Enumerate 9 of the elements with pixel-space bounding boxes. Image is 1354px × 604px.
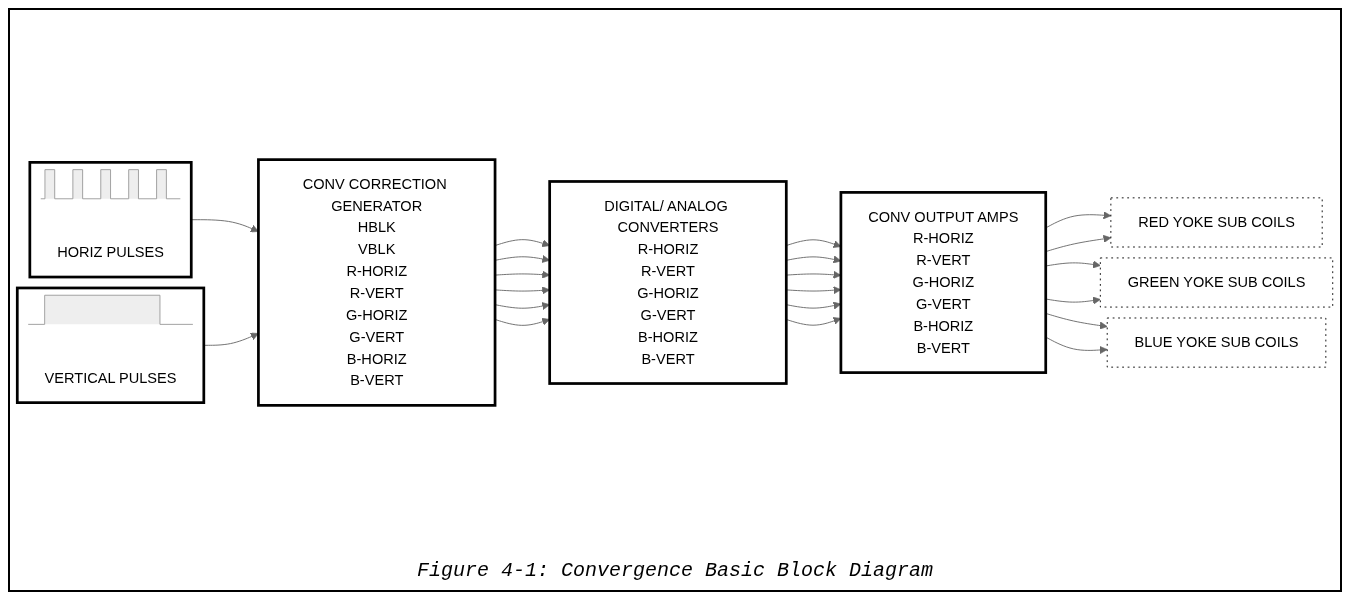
node-box: BLUE YOKE SUB COILS (1106, 317, 1327, 368)
node-box: RED YOKE SUB COILS (1110, 197, 1323, 248)
figure-caption: Figure 4-1: Convergence Basic Block Diagram (416, 559, 934, 582)
node-box: GREEN YOKE SUB COILS (1099, 257, 1334, 308)
node-box: DIGITAL/ ANALOG CONVERTERS R-HORIZ R-VERT G-HORIZ G-VERT B-HORIZ B-VERT (548, 180, 788, 385)
node-box: HORIZ PULSES (28, 161, 193, 279)
node-box: CONV CORRECTION GENERATOR HBLK VBLK R-HORIZ R-VERT G-HORIZ G-VERT B-HORIZ B-VERT (257, 158, 497, 407)
node-box: CONV OUTPUT AMPS R-HORIZ R-VERT G-HORIZ G-VERT B-HORIZ B-VERT (839, 191, 1048, 374)
node-box: VERTICAL PULSES (15, 286, 206, 404)
